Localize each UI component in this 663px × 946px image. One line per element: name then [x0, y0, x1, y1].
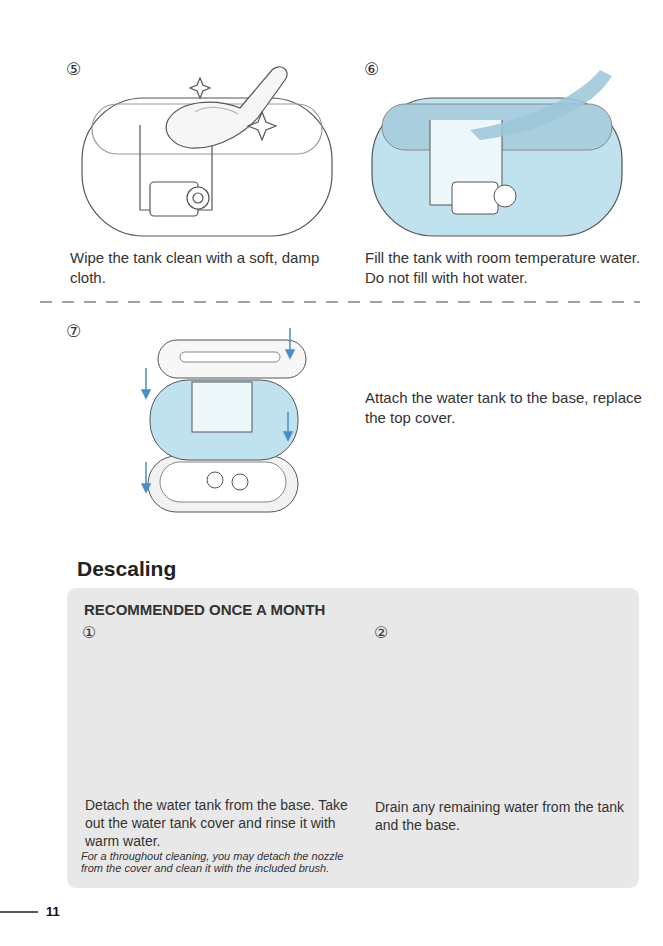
step-instruction: Wipe the tank clean with a soft, damp cl…: [70, 248, 340, 288]
page-number-rule: [0, 911, 38, 913]
step-number: ⑦: [66, 320, 96, 343]
descaling-panel: DescalingRECOMMENDED ONCE A MONTH①Detach…: [67, 588, 639, 888]
frequency-heading: RECOMMENDED ONCE A MONTH: [84, 600, 484, 620]
step-number: ①: [82, 622, 112, 643]
step-instruction: Detach the water tank from the base. Tak…: [85, 796, 360, 850]
page-number: 11: [46, 903, 76, 921]
step-instruction: Drain any remaining water from the tank …: [375, 798, 637, 834]
step-number: ②: [374, 622, 404, 643]
dashed-separator: [40, 302, 640, 303]
tank-wipe-figure: [82, 67, 332, 236]
step-instruction: Attach the water tank to the base, repla…: [365, 388, 645, 428]
step-number: ⑥: [364, 58, 394, 81]
tank-fill-figure: [372, 70, 622, 236]
assembly-figure: [142, 328, 306, 512]
step-instruction: Fill the tank with room temperature wate…: [365, 248, 650, 288]
step-note: For a throughout cleaning, you may detac…: [81, 850, 366, 874]
step-number: ⑤: [66, 58, 96, 81]
section-heading: Descaling: [77, 555, 377, 582]
